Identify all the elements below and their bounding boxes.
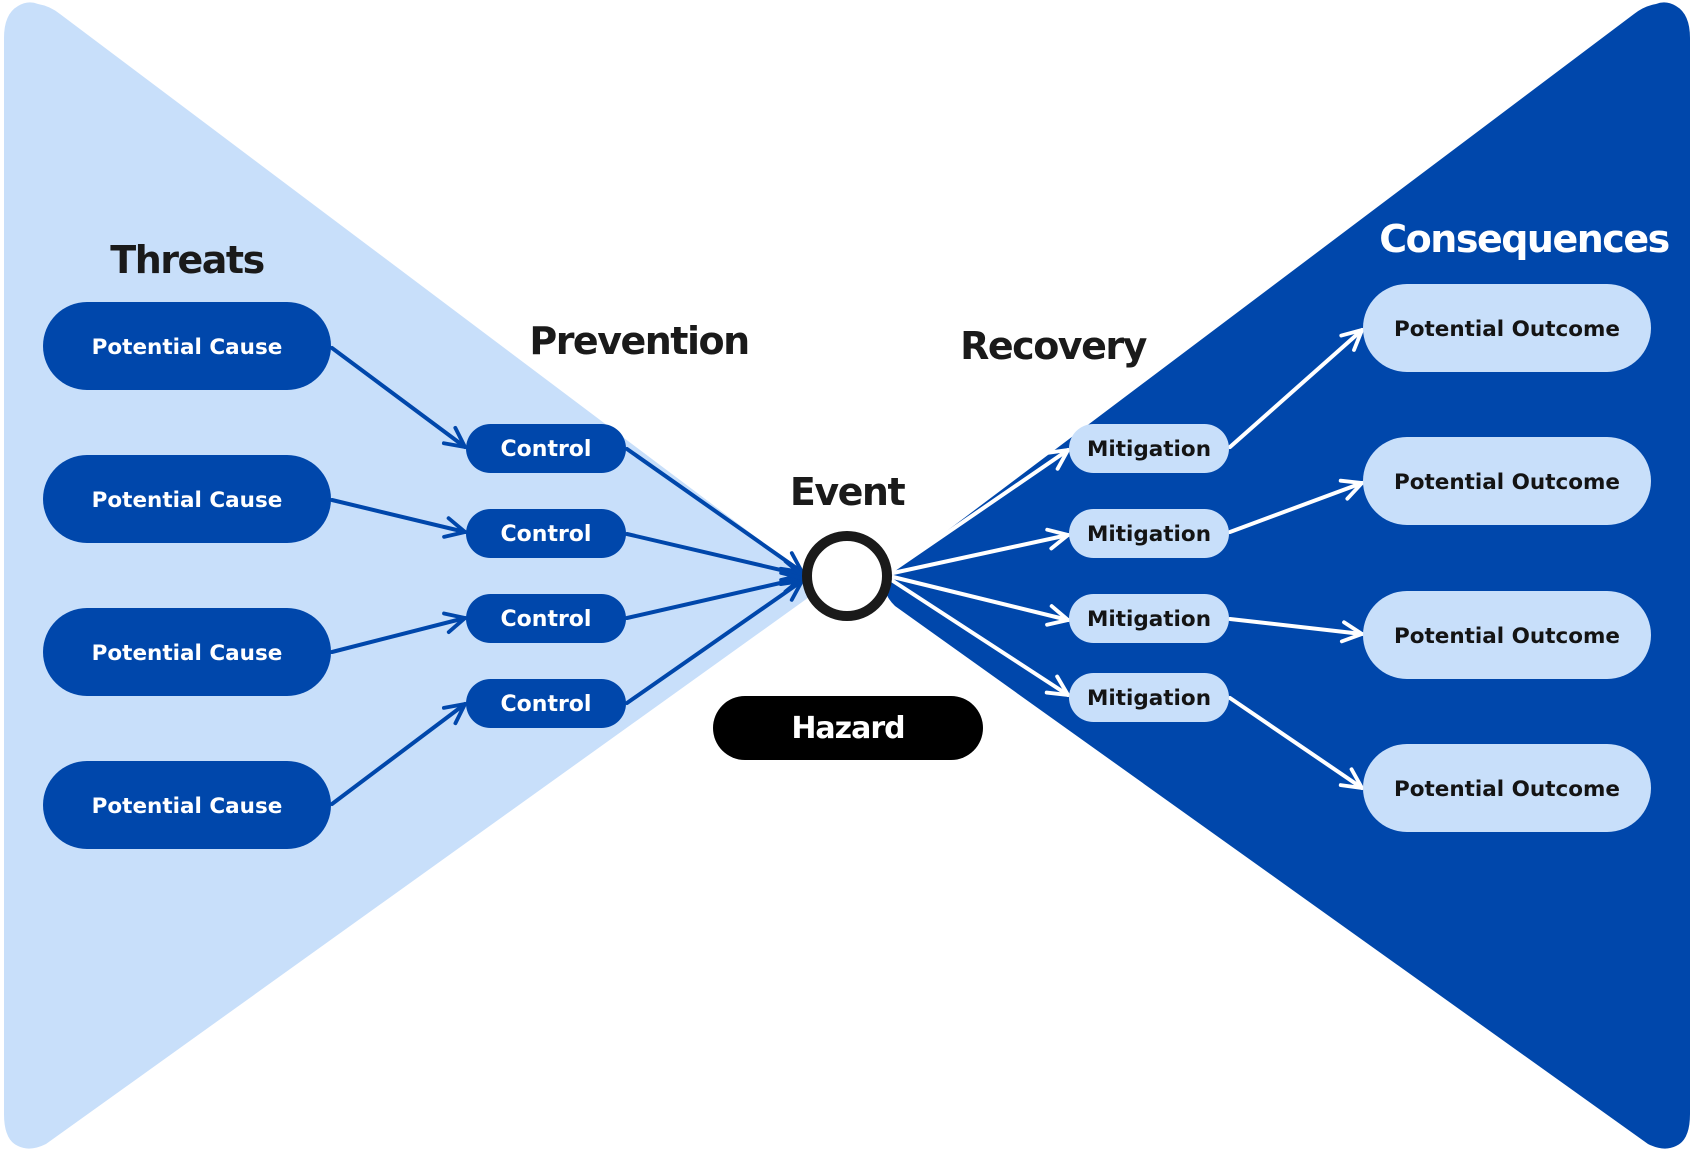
mitigation-label: Mitigation	[1087, 686, 1211, 711]
control-nodes: Control Control Control Control	[466, 424, 626, 728]
potential-outcome-label: Potential Outcome	[1394, 470, 1620, 495]
potential-outcome-node: Potential Outcome	[1363, 591, 1651, 679]
control-label: Control	[501, 607, 592, 632]
control-node: Control	[466, 509, 626, 558]
mitigation-to-outcome-arrow	[1228, 328, 1364, 449]
control-label: Control	[501, 437, 592, 462]
mitigation-to-outcome-arrow	[1228, 478, 1364, 534]
potential-outcome-label: Potential Outcome	[1394, 317, 1620, 342]
control-to-event-arrow	[625, 532, 804, 582]
potential-cause-label: Potential Cause	[92, 488, 283, 513]
potential-cause-node: Potential Cause	[43, 455, 331, 543]
control-label: Control	[501, 522, 592, 547]
control-to-event-arrow	[625, 570, 804, 620]
event-to-mitigation-arrow	[891, 527, 1070, 575]
mitigation-node: Mitigation	[1069, 424, 1229, 473]
consequences-heading: Consequences	[1379, 217, 1668, 261]
control-to-event-arrow	[625, 579, 804, 705]
mitigation-node: Mitigation	[1069, 594, 1229, 643]
control-label: Control	[501, 692, 592, 717]
event-circle	[802, 531, 892, 621]
potential-cause-label: Potential Cause	[92, 794, 283, 819]
mitigation-to-outcome-arrow	[1228, 617, 1364, 644]
threats-heading: Threats	[110, 238, 263, 282]
mitigation-node: Mitigation	[1069, 509, 1229, 558]
cause-to-control-arrow	[330, 346, 467, 449]
mitigation-label: Mitigation	[1087, 607, 1211, 632]
prevention-arrows	[330, 346, 804, 806]
potential-cause-node: Potential Cause	[43, 761, 331, 849]
potential-outcome-node: Potential Outcome	[1363, 284, 1651, 372]
potential-outcome-label: Potential Outcome	[1394, 624, 1620, 649]
event-to-mitigation-arrow	[891, 448, 1070, 572]
mitigation-to-outcome-arrow	[1228, 696, 1364, 790]
control-to-event-arrow	[625, 447, 804, 574]
potential-outcome-node: Potential Outcome	[1363, 744, 1651, 832]
mitigation-nodes: Mitigation Mitigation Mitigation Mitigat…	[1069, 424, 1229, 722]
control-node: Control	[466, 424, 626, 473]
control-node: Control	[466, 679, 626, 728]
mitigation-label: Mitigation	[1087, 437, 1211, 462]
outcome-nodes: Potential Outcome Potential Outcome Pote…	[1363, 284, 1651, 832]
potential-cause-label: Potential Cause	[92, 335, 283, 360]
potential-cause-label: Potential Cause	[92, 641, 283, 666]
mitigation-node: Mitigation	[1069, 673, 1229, 722]
recovery-heading: Recovery	[960, 324, 1147, 368]
control-node: Control	[466, 594, 626, 643]
event-to-mitigation-arrow	[891, 579, 1070, 697]
consequence-side-background	[885, 2, 1690, 1149]
hazard-node: Hazard	[713, 696, 983, 760]
potential-cause-node: Potential Cause	[43, 608, 331, 696]
threat-side-background	[4, 2, 814, 1149]
cause-to-control-arrow	[330, 611, 467, 654]
potential-cause-node: Potential Cause	[43, 302, 331, 390]
potential-outcome-label: Potential Outcome	[1394, 777, 1620, 802]
event-heading: Event	[790, 470, 906, 514]
hazard-label: Hazard	[791, 711, 904, 746]
cause-to-control-arrow	[330, 702, 467, 806]
prevention-heading: Prevention	[529, 319, 748, 363]
event-to-mitigation-arrow	[891, 575, 1070, 627]
mitigation-label: Mitigation	[1087, 522, 1211, 547]
threat-nodes: Potential Cause Potential Cause Potentia…	[43, 302, 331, 849]
recovery-arrows	[891, 328, 1364, 790]
potential-outcome-node: Potential Outcome	[1363, 437, 1651, 525]
cause-to-control-arrow	[330, 498, 467, 539]
